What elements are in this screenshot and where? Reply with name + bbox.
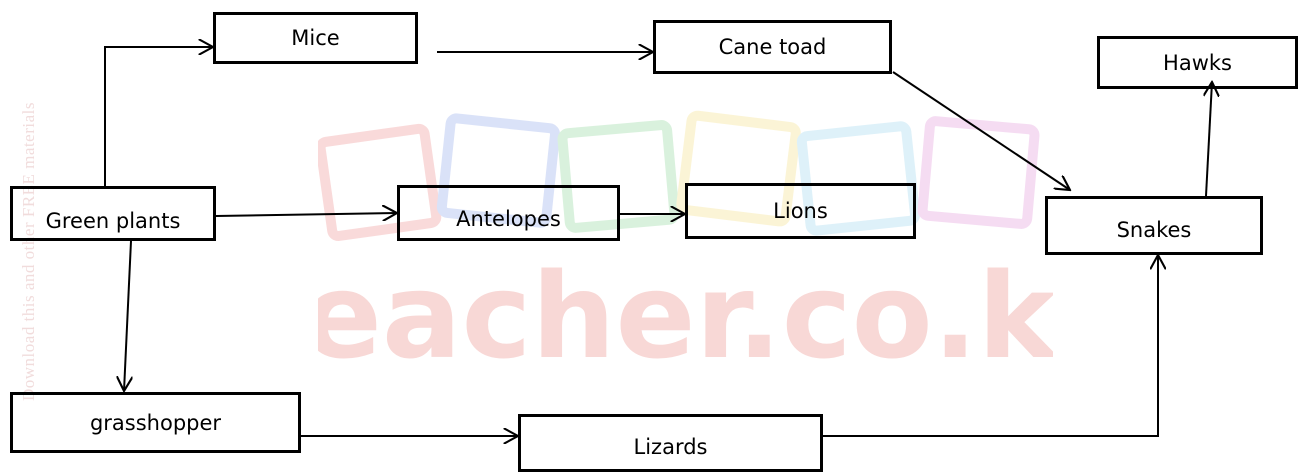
node-hawks-label: Hawks <box>1163 50 1232 75</box>
watermark-block <box>917 116 1040 229</box>
node-lions: Lions <box>685 183 916 239</box>
watermark-brand-text: Teacher.co.ke <box>318 247 1053 375</box>
arrow-green-plants-to-mice <box>104 47 213 186</box>
node-green-plants: Green plants <box>10 186 216 241</box>
node-cane-toad-label: Cane toad <box>718 35 827 59</box>
arrow-cane-toad-to-snakes <box>892 71 1070 190</box>
watermark-block <box>318 123 442 242</box>
node-mice: Mice <box>213 12 418 64</box>
arrow-snakes-to-hawks <box>1206 82 1212 197</box>
node-lizards: Lizards <box>518 414 823 472</box>
node-grasshopper-label: grasshopper <box>89 410 222 435</box>
node-antelopes: Antelopes <box>397 185 620 241</box>
node-cane-toad: Cane toad <box>653 20 892 74</box>
node-antelopes-label: Antelopes <box>456 207 561 231</box>
arrow-green-plants-to-grasshopper <box>124 240 131 391</box>
node-mice-label: Mice <box>291 26 340 50</box>
node-lizards-label: Lizards <box>633 435 708 459</box>
node-snakes-label: Snakes <box>1116 217 1192 242</box>
watermark-block <box>676 110 801 227</box>
arrow-lizards-to-snakes <box>823 255 1158 437</box>
watermark-logo: Teacher.co.ke <box>318 110 1053 375</box>
node-snakes: Snakes <box>1045 196 1263 255</box>
arrow-green-plants-to-antelopes <box>215 213 397 216</box>
watermark-block <box>557 120 680 233</box>
node-lions-label: Lions <box>773 199 828 223</box>
node-hawks: Hawks <box>1097 36 1298 89</box>
node-grasshopper: grasshopper <box>10 392 301 453</box>
watermark-block <box>436 113 561 228</box>
node-green-plants-label: Green plants <box>45 208 181 233</box>
